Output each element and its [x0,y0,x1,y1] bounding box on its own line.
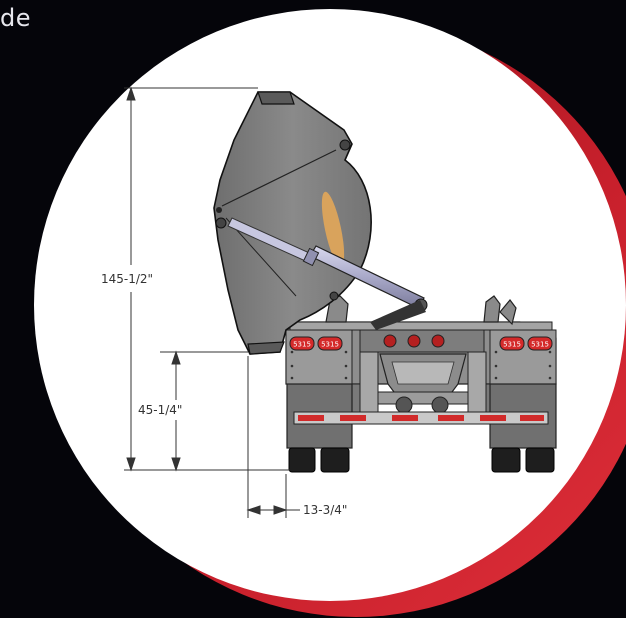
rear-tires [288,447,555,473]
dimension-lines [124,86,300,518]
side-height-label: 45-1/4" [138,403,182,417]
offset-width-label: 13-3/4" [303,503,347,517]
center-marker-light-2 [407,334,421,348]
tail-light-1-label: 5315 [293,341,311,349]
tail-light-3-label: 5315 [503,341,521,349]
tub-highlight [321,191,345,267]
tail-light-2-label: 5315 [321,341,339,349]
tail-light-3 [499,336,525,351]
tail-light-1 [289,336,315,351]
center-hopper-gate [379,353,467,401]
tail-light-4-label: 5315 [531,341,549,349]
tail-lights: 5315 5315 5315 5315 [289,336,553,351]
partial-heading-text: de [0,4,31,32]
center-marker-light-1 [383,334,397,348]
tail-light-4 [527,336,553,351]
dump-tub [213,91,372,355]
tail-light-2 [317,336,343,351]
center-marker-light-3 [431,334,445,348]
hydraulic-cylinder [227,217,428,330]
overall-height-label: 145-1/2" [101,272,153,286]
rear-bumper [293,411,549,425]
